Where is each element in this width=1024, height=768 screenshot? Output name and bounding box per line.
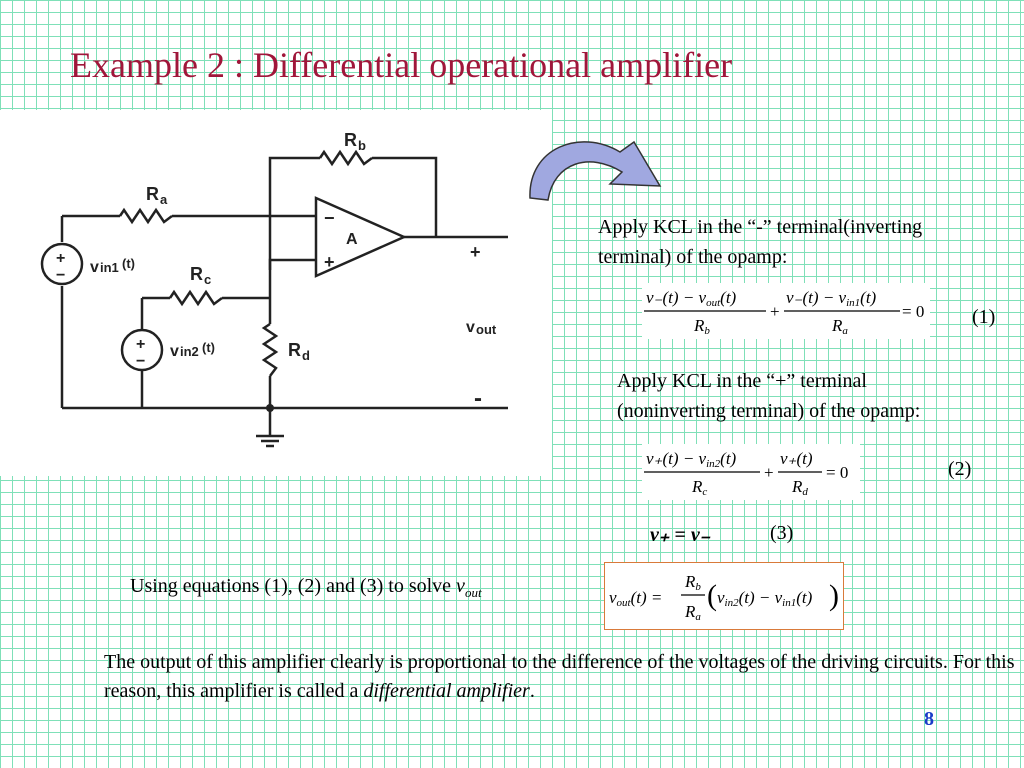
curved-arrow-icon <box>529 140 662 201</box>
circuit-diagram: + − + − R b R a R c R d A − + v in1 (t) … <box>0 110 552 476</box>
svg-text:): ) <box>829 579 839 612</box>
label-vin2-arg: (t) <box>202 340 215 355</box>
equation-2: v₊(t) − vin2(t) Rc + v₊(t) Rd = 0 <box>642 444 860 500</box>
resistor-rc <box>168 289 223 307</box>
opamp-plus-input: + <box>324 252 335 272</box>
svg-text:(: ( <box>707 579 717 612</box>
svg-text:+: + <box>764 463 774 482</box>
svg-text:v₊(t) − vin2(t): v₊(t) − vin2(t) <box>646 449 737 470</box>
solve-var: v <box>456 575 465 597</box>
kcl-plus-line1: Apply KCL in the “+” terminal <box>617 370 867 392</box>
svg-text:= 0: = 0 <box>826 463 848 482</box>
solution-box: vout(t) = Rb Ra ( vin2(t) − vin1(t) ) <box>604 562 844 630</box>
svg-text:v₊(t): v₊(t) <box>780 449 813 468</box>
svg-text:vin2(t) − vin1(t): vin2(t) − vin1(t) <box>717 588 813 609</box>
solve-prefix: Using equations (1), (2) and (3) to solv… <box>130 575 457 597</box>
svg-text:Rb: Rb <box>693 316 710 337</box>
label-vout: v <box>466 319 475 336</box>
label-rc: R <box>190 264 203 284</box>
output-plus: + <box>470 242 481 262</box>
vin1-minus-sign: − <box>56 267 65 284</box>
label-rb: R <box>344 130 357 150</box>
equation-2-number: (2) <box>948 458 972 480</box>
svg-text:Rb: Rb <box>684 572 701 593</box>
label-vout-sub: out <box>476 322 497 337</box>
solve-line: Using equations (1), (2) and (3) to solv… <box>130 571 482 608</box>
kcl-plus-line2: (noninverting terminal) of the opamp: <box>617 400 921 422</box>
label-ra: R <box>146 184 159 204</box>
kcl-minus-line2: terminal) of the opamp: <box>598 246 788 268</box>
opamp-minus-input: − <box>324 208 335 228</box>
svg-text:Ra: Ra <box>684 602 701 623</box>
conclusion-paragraph: The output of this amplifier clearly is … <box>104 648 1020 706</box>
equation-1: v₋(t) − vout(t) Rb + v₋(t) − vin1(t) Ra … <box>642 283 930 339</box>
conclusion-end: . <box>529 680 535 702</box>
source-vin1 <box>40 242 84 286</box>
label-vin1-arg: (t) <box>122 256 135 271</box>
conclusion-text: The output of this amplifier clearly is … <box>104 651 1015 702</box>
solution-equation: vout(t) = Rb Ra ( vin2(t) − vin1(t) ) <box>609 572 839 623</box>
label-rb-sub: b <box>358 138 366 153</box>
equation-3: v₊ = v₋ <box>650 524 711 546</box>
resistor-rd <box>261 322 279 377</box>
conclusion-emphasis: differential amplifier <box>363 680 530 702</box>
solve-var-sub: out <box>464 585 482 600</box>
svg-text:Ra: Ra <box>831 316 848 337</box>
vin1-plus-sign: + <box>56 250 65 267</box>
label-rd-sub: d <box>302 348 310 363</box>
svg-text:v₋(t) − vout(t): v₋(t) − vout(t) <box>646 288 737 309</box>
source-vin2 <box>120 328 164 372</box>
kcl-minus-line1: Apply KCL in the “-” terminal(inverting <box>598 216 923 238</box>
vin2-minus-sign: − <box>136 353 145 370</box>
label-vin1-sub: in1 <box>100 260 119 275</box>
label-opamp: A <box>346 231 358 248</box>
svg-text:= 0: = 0 <box>902 302 924 321</box>
resistor-rb <box>318 149 373 167</box>
label-vin1: v <box>90 259 99 276</box>
opamp-triangle <box>314 196 408 278</box>
svg-text:v₋(t) − vin1(t): v₋(t) − vin1(t) <box>786 288 877 309</box>
output-minus: - <box>474 385 482 412</box>
label-rc-sub: c <box>204 272 211 287</box>
equation-1-number: (1) <box>972 306 996 328</box>
svg-text:vout(t) =: vout(t) = <box>609 588 662 609</box>
svg-text:Rd: Rd <box>791 477 808 498</box>
slide-title: Example 2 : Differential operational amp… <box>70 45 733 85</box>
vin2-plus-sign: + <box>136 336 145 353</box>
label-vin2-sub: in2 <box>180 344 199 359</box>
svg-text:+: + <box>770 302 780 321</box>
label-vin2: v <box>170 343 179 360</box>
equation-3-number: (3) <box>770 522 794 544</box>
label-rd: R <box>288 340 301 360</box>
page-number: 8 <box>924 708 934 730</box>
resistor-ra <box>118 207 173 225</box>
label-ra-sub: a <box>160 192 168 207</box>
svg-text:Rc: Rc <box>691 477 707 498</box>
